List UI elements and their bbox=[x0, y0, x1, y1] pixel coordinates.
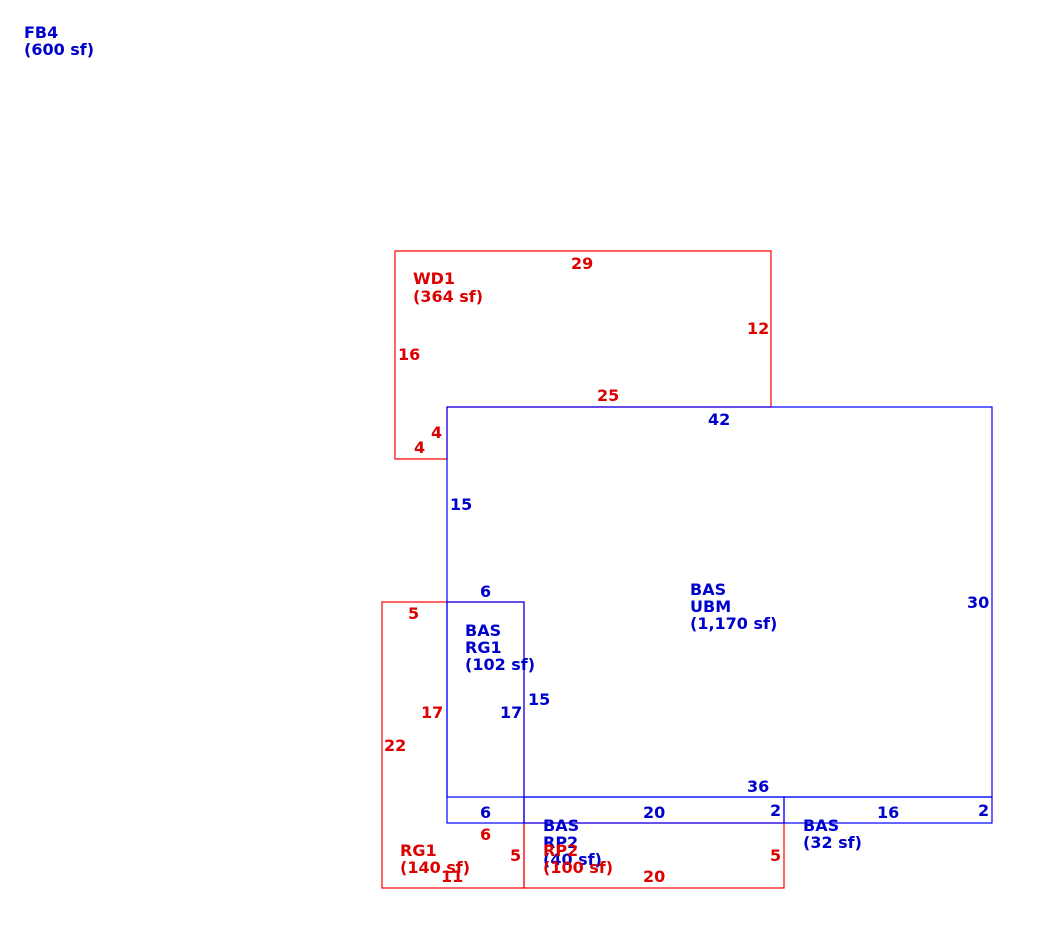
bas-rp2-code: BAS bbox=[543, 816, 579, 835]
bas-rg1-label: BAS RG1 (102 sf) bbox=[465, 621, 535, 674]
dim-main-left: 15 bbox=[450, 495, 472, 514]
rg1-code: RG1 bbox=[400, 841, 437, 860]
dim-wd1-notch-v: 4 bbox=[431, 423, 442, 442]
bas-ubm-sub: UBM bbox=[690, 597, 731, 616]
rp2-label: RP2 (100 sf) bbox=[543, 841, 613, 877]
dim-main-top: 42 bbox=[708, 410, 730, 429]
dim-rg1b-top: 6 bbox=[480, 582, 491, 601]
rg1-label: RG1 (140 sf) bbox=[400, 841, 470, 877]
fb4-code: FB4 bbox=[24, 23, 58, 42]
dim-rg1-left: 22 bbox=[384, 736, 406, 755]
rg1-area: (140 sf) bbox=[400, 858, 470, 877]
wd1-area: (364 sf) bbox=[413, 287, 483, 306]
dim-rg1b-right-outer: 15 bbox=[528, 690, 550, 709]
dim-main-bottom: 36 bbox=[747, 777, 769, 796]
dim-rp2-bottom: 20 bbox=[643, 867, 665, 886]
bas-ubm-label: BAS UBM (1,170 sf) bbox=[690, 580, 777, 633]
bas-small-area: (32 sf) bbox=[803, 833, 862, 852]
bas-rp2-area: (40 sf) bbox=[543, 850, 602, 869]
bas-ubm-area: (1,170 sf) bbox=[690, 614, 777, 633]
bas-small-label: BAS (32 sf) bbox=[803, 816, 862, 852]
dim-rp2b-right: 2 bbox=[770, 801, 781, 820]
fb4-label: FB4 (600 sf) bbox=[24, 23, 94, 59]
dim-wd1-bottom-inner: 25 bbox=[597, 386, 619, 405]
dim-rp2-right: 5 bbox=[770, 846, 781, 865]
bas-rp2-sub: RP2 bbox=[543, 833, 578, 852]
dim-rg1-bottom: 11 bbox=[441, 867, 463, 886]
dim-rg1-right: 5 bbox=[510, 846, 521, 865]
wd1-code: WD1 bbox=[413, 269, 455, 288]
rp2-area: (100 sf) bbox=[543, 858, 613, 877]
bas-small-outline bbox=[783, 796, 993, 824]
bas-small-code: BAS bbox=[803, 816, 839, 835]
bas-rg1-area: (102 sf) bbox=[465, 655, 535, 674]
bas-rg1-sub: RG1 bbox=[465, 638, 502, 657]
fb4-area: (600 sf) bbox=[24, 40, 94, 59]
bas-rp2-label: BAS RP2 (40 sf) bbox=[543, 816, 602, 869]
bas-rg1-code: BAS bbox=[465, 621, 501, 640]
dim-bas-small-right: 2 bbox=[978, 801, 989, 820]
rp2-code: RP2 bbox=[543, 841, 578, 860]
bas-ubm-code: BAS bbox=[690, 580, 726, 599]
dim-rg1-left-inner: 17 bbox=[421, 703, 443, 722]
dim-rg1-bottom-inner: 6 bbox=[480, 825, 491, 844]
bas-rg1-outline bbox=[446, 601, 525, 824]
dim-wd1-right: 12 bbox=[747, 319, 769, 338]
wd1-label: WD1 (364 sf) bbox=[413, 269, 483, 306]
dim-rg1b-right-inner: 17 bbox=[500, 703, 522, 722]
dim-rp2b-top: 20 bbox=[643, 803, 665, 822]
dim-wd1-notch-h: 4 bbox=[414, 438, 425, 457]
dim-wd1-top: 29 bbox=[571, 254, 593, 273]
dim-rg1-top: 5 bbox=[408, 604, 419, 623]
dim-wd1-left: 16 bbox=[398, 345, 420, 364]
dim-bas-small-top: 16 bbox=[877, 803, 899, 822]
dim-main-right: 30 bbox=[967, 593, 989, 612]
dim-rg1b-bottom: 6 bbox=[480, 803, 491, 822]
